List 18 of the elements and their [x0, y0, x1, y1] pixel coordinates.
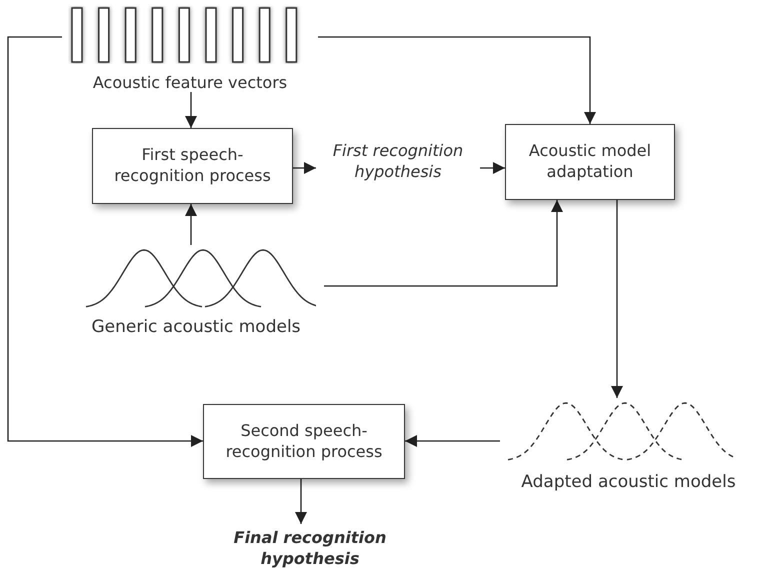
arrow	[185, 204, 197, 245]
arrow	[611, 200, 623, 398]
arrow	[405, 435, 500, 447]
caption-text: Generic acoustic models	[90, 317, 302, 337]
hypothesis-text: Final recognition hypothesis	[222, 524, 398, 574]
caption-text: Acoustic feature vectors	[92, 73, 288, 92]
arrow	[7, 36, 203, 447]
arrow	[480, 162, 505, 174]
caption-text: Adapted acoustic models	[520, 472, 737, 492]
process-box: Acoustic model adaptation	[505, 124, 675, 200]
arrow	[185, 92, 197, 128]
arrow	[295, 479, 307, 524]
arrow	[324, 200, 563, 287]
process-box: Second speech-recognition process	[203, 404, 405, 479]
process-box: First speech-recognition process	[92, 128, 293, 204]
hypothesis-text: First recognition hypothesis	[316, 140, 480, 184]
arrow	[318, 36, 596, 124]
arrow	[293, 162, 316, 174]
